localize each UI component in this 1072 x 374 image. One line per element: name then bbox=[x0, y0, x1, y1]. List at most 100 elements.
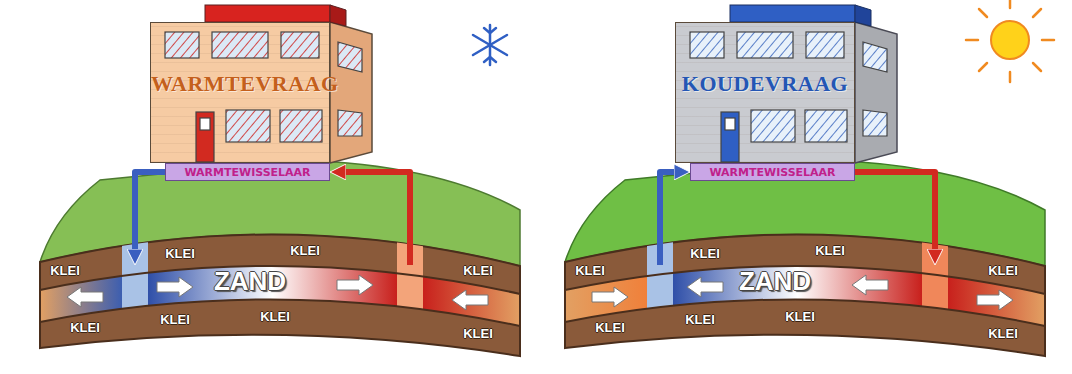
left-windows bbox=[165, 32, 362, 162]
building-name: WARMTEVRAAG bbox=[151, 71, 329, 97]
cold-bubble bbox=[40, 230, 122, 340]
layer-name: ZAND bbox=[190, 266, 310, 297]
sand-outline bbox=[40, 266, 520, 326]
layer-label: KLEI bbox=[448, 263, 508, 278]
window bbox=[737, 32, 793, 58]
layer-label: KLEI bbox=[35, 263, 95, 278]
door bbox=[196, 112, 214, 162]
sun-ray bbox=[1033, 63, 1041, 71]
warm-bubble bbox=[565, 230, 647, 340]
wells bbox=[122, 200, 423, 340]
pipe-connector bbox=[855, 172, 935, 249]
flow-arrow bbox=[852, 275, 888, 295]
sun-ray bbox=[966, 39, 978, 42]
warm-bubble bbox=[423, 230, 520, 340]
roof-side bbox=[330, 5, 346, 26]
layer-label: KLEI bbox=[670, 312, 730, 327]
window bbox=[806, 32, 844, 58]
roof-box bbox=[205, 5, 330, 22]
heat-exchanger: WARMTEWISSELAAR bbox=[165, 163, 330, 181]
right-panel bbox=[565, 0, 1054, 356]
snowflake-arm bbox=[473, 35, 507, 55]
layer-label: KLEI bbox=[770, 309, 830, 324]
side-window bbox=[338, 110, 362, 136]
sun-disc bbox=[991, 21, 1029, 59]
snowflake-arm bbox=[489, 25, 492, 65]
sand-fill bbox=[565, 230, 1045, 340]
grass-surface bbox=[40, 160, 520, 266]
side-window bbox=[863, 42, 887, 72]
sun-ray bbox=[1042, 39, 1054, 42]
window bbox=[690, 32, 724, 58]
layer-label: KLEI bbox=[800, 243, 860, 258]
layer-name: ZAND bbox=[715, 266, 835, 297]
pipe-connector bbox=[135, 172, 165, 249]
pipe-connector bbox=[346, 172, 410, 265]
warm-bubble bbox=[948, 230, 1045, 340]
building-side bbox=[855, 22, 897, 163]
pipe-connector bbox=[660, 172, 674, 265]
layer-label: KLEI bbox=[675, 246, 735, 261]
snowflake-tip bbox=[484, 28, 496, 33]
sun-rays bbox=[966, 0, 1054, 82]
window bbox=[226, 110, 270, 142]
flow-arrow bbox=[452, 290, 488, 310]
side-window bbox=[863, 110, 887, 136]
clay-layer bbox=[565, 234, 1045, 356]
sun bbox=[966, 0, 1054, 82]
layer-label: KLEI bbox=[973, 326, 1033, 341]
window bbox=[805, 110, 847, 142]
layer-label: KLEI bbox=[245, 309, 305, 324]
exchanger-label: WARMTEWISSELAAR bbox=[184, 166, 310, 179]
left-panel bbox=[40, 5, 520, 356]
roof-box bbox=[730, 5, 855, 22]
flow-arrow bbox=[687, 277, 723, 297]
sand-fill bbox=[40, 230, 520, 340]
sand-outline bbox=[565, 266, 1045, 326]
exchanger-label: WARMTEWISSELAAR bbox=[709, 166, 835, 179]
heat-exchanger: WARMTEWISSELAAR bbox=[690, 163, 855, 181]
cold-well bbox=[122, 200, 148, 340]
snowflake-arm bbox=[473, 35, 507, 55]
flow-arrow bbox=[592, 287, 628, 307]
sun-ray bbox=[1033, 9, 1041, 17]
window bbox=[751, 110, 795, 142]
flow-arrow bbox=[977, 290, 1013, 310]
sand-base bbox=[40, 230, 520, 340]
grass-surface bbox=[565, 160, 1045, 266]
sand-base bbox=[565, 230, 1045, 340]
layer-label: KLEI bbox=[55, 320, 115, 335]
flow-arrow bbox=[67, 287, 103, 307]
window bbox=[281, 32, 319, 58]
window bbox=[212, 32, 268, 58]
snowflake-tip bbox=[484, 57, 496, 62]
sun-ray bbox=[1009, 0, 1012, 8]
sun-ray bbox=[979, 63, 987, 71]
door bbox=[721, 112, 739, 162]
layer-label: KLEI bbox=[275, 243, 335, 258]
window bbox=[165, 32, 199, 58]
door-window bbox=[200, 118, 210, 130]
layer-label: KLEI bbox=[145, 312, 205, 327]
flow-arrow bbox=[157, 277, 193, 297]
flow-arrow bbox=[337, 275, 373, 295]
snowflake bbox=[473, 25, 507, 65]
warm-well bbox=[922, 200, 948, 340]
warm-well bbox=[397, 200, 423, 340]
sun-ray bbox=[1009, 72, 1012, 82]
building-name: KOUDEVRAAG bbox=[676, 71, 854, 97]
right-windows bbox=[690, 32, 887, 162]
window bbox=[280, 110, 322, 142]
sun-ray bbox=[979, 9, 987, 17]
clay-layer bbox=[40, 234, 520, 356]
layer-label: KLEI bbox=[448, 326, 508, 341]
wells bbox=[647, 200, 948, 340]
layer-label: KLEI bbox=[973, 263, 1033, 278]
door-window bbox=[725, 118, 735, 130]
cold-well bbox=[647, 200, 673, 340]
building-side bbox=[330, 22, 372, 163]
side-window bbox=[338, 42, 362, 72]
building: KOUDEVRAAG bbox=[675, 22, 855, 163]
layer-label: KLEI bbox=[560, 263, 620, 278]
